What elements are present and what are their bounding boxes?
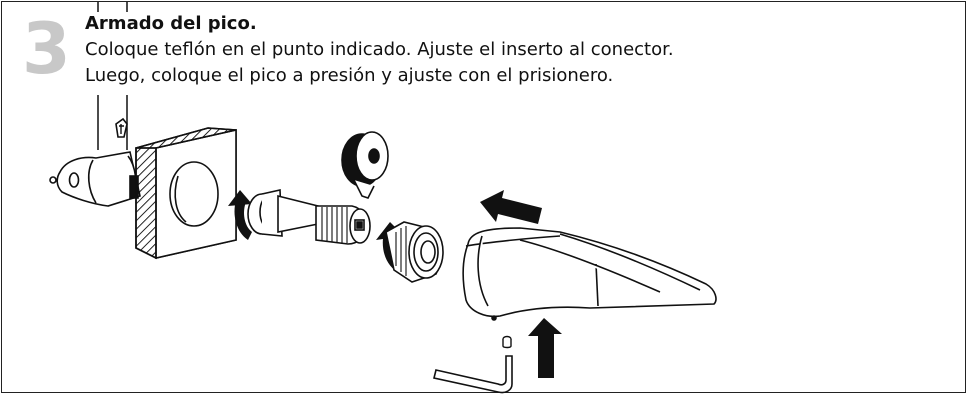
rotate-insert-arrow: [228, 190, 252, 240]
set-screw: [502, 335, 512, 349]
step-number: 3: [22, 8, 71, 90]
threaded-adapter: [385, 221, 444, 283]
extension-insert: [247, 189, 371, 245]
spout: [462, 227, 717, 321]
square-escutcheon-plate: [135, 127, 237, 260]
instruction-line-2: Luego, coloque el pico a presión y ajust…: [85, 65, 614, 86]
step-title: Armado del pico.: [85, 13, 257, 34]
push-up-arrow: [528, 318, 562, 378]
allen-key: [433, 355, 513, 394]
wall-guide-lines: [97, 2, 128, 150]
push-spout-left-arrow: [480, 190, 542, 224]
instruction-line-1: Coloque teflón en el punto indicado. Aju…: [85, 39, 674, 60]
wall-connector: [49, 117, 141, 207]
teflon-tape-roll: [341, 131, 389, 199]
